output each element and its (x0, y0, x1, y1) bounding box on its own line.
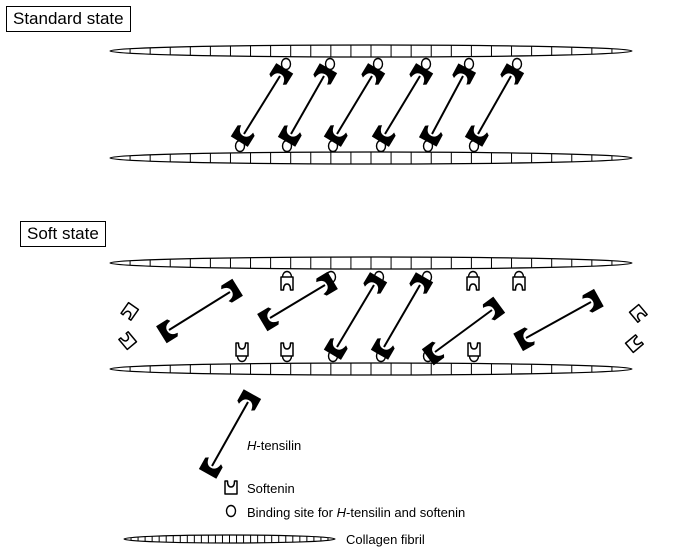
collagen-fibril-top-soft (109, 256, 633, 270)
collagen-fibril-bottom-standard (109, 151, 633, 165)
standard-state-label: Standard state (6, 6, 131, 32)
legend-binding-site-icon (225, 504, 237, 518)
tensilin-icon (323, 272, 388, 360)
softenin-icon (466, 276, 480, 291)
tensilin-icon (156, 278, 243, 344)
soft-state-label: Soft state (20, 221, 106, 247)
tensilin-icon (323, 63, 386, 147)
softenin-icon (118, 331, 138, 351)
softenin-icon (235, 342, 249, 357)
collagen-fibril-top-standard (109, 44, 633, 58)
legend-tensilin-label: H-tensilin (247, 438, 302, 453)
tensilin-icon (230, 63, 294, 147)
tensilin-icon (370, 272, 434, 360)
tensilin-icon (421, 296, 506, 366)
legend-binding-site-label: Binding site for H-tensilin and softenin (247, 505, 466, 520)
legend-fibril-label: Collagen fibril (346, 532, 425, 547)
softenin-icon (280, 276, 294, 291)
softenin-icon (467, 342, 481, 357)
tensilin-icon (277, 63, 338, 147)
legend-softenin-icon (224, 480, 238, 495)
tensilin-icon (464, 63, 525, 147)
collagen-fibril-bottom-soft (109, 362, 633, 376)
tensilin-icon (257, 271, 338, 332)
softenin-icon (624, 334, 644, 354)
softenin-icon (512, 276, 526, 291)
legend-tensilin-icon (198, 389, 262, 479)
tensilin-icon (513, 288, 604, 352)
tensilin-icon (371, 63, 434, 147)
legend-collagen-fibril-icon (123, 534, 336, 544)
softenin-icon (628, 303, 648, 323)
softenin-icon (280, 342, 294, 357)
softenin-icon (120, 301, 140, 321)
legend-softenin-label: Softenin (247, 481, 295, 496)
tensilin-icon (418, 63, 477, 147)
